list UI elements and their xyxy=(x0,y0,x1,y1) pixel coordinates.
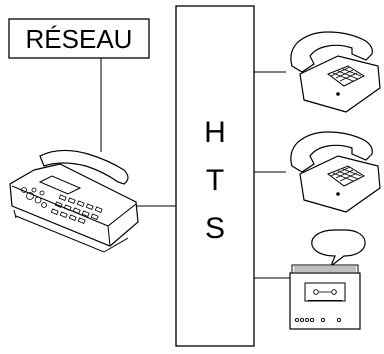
fax-machine-icon xyxy=(10,150,138,252)
answering-machine-icon xyxy=(290,230,365,329)
telephone-icon xyxy=(291,132,380,212)
telephone-icon xyxy=(291,32,380,112)
speech-bubble-icon xyxy=(312,230,365,266)
hub-letter-h: H xyxy=(204,116,226,149)
network-box: RÉSEAU xyxy=(9,19,149,58)
hub-box: H T S xyxy=(176,6,254,346)
hub-letter-s: S xyxy=(205,212,225,245)
hub-letter-t: T xyxy=(206,164,224,197)
network-label: RÉSEAU xyxy=(26,24,133,54)
